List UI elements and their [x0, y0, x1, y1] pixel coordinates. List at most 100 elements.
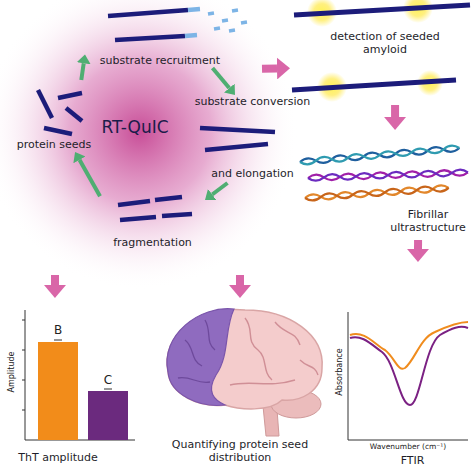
- axis-tick: [22, 410, 25, 411]
- connector-group: [55, 63, 418, 285]
- spectrum-curve: [350, 322, 468, 369]
- ribbon-group: [300, 145, 468, 201]
- fibril-rod: [162, 214, 192, 216]
- sulcus-line: [300, 360, 318, 375]
- flow-arrow: [414, 240, 422, 249]
- fibril-group: [38, 90, 82, 134]
- twisted-ribbon: [300, 145, 460, 165]
- monomer-group: [208, 10, 247, 31]
- axis-label: C: [104, 374, 112, 386]
- ribbon-strand: [305, 185, 449, 201]
- node-label: RT-QuIC: [80, 117, 190, 137]
- glow-disc: [0, 0, 298, 290]
- monomer: [214, 28, 220, 29]
- flow-arrow: [391, 105, 399, 117]
- flow-arrow: [236, 275, 244, 285]
- monomer: [222, 20, 228, 21]
- axis-label: B: [54, 324, 62, 336]
- monomer: [232, 10, 238, 11]
- stage-node: substrate conversionand elongation: [190, 95, 315, 183]
- fibril-group: [118, 197, 192, 220]
- axis-label: Amplitude: [8, 352, 16, 393]
- bar: [38, 342, 78, 440]
- fibril-rod: [205, 144, 268, 150]
- axis-tick: [22, 380, 25, 381]
- ribbon-strand: [308, 169, 468, 181]
- node-label: Quantifying protein seed distribution: [170, 438, 310, 464]
- sulcus-line: [245, 318, 272, 380]
- monomer: [241, 22, 247, 23]
- sulcus-line: [185, 340, 202, 366]
- node-label: protein seeds: [10, 138, 98, 151]
- output-panel: detection of seeded amyloid: [290, 0, 474, 105]
- node-label: fragmentation: [100, 236, 205, 249]
- fluorescence-glow: [307, 0, 337, 27]
- monomer-end: [185, 35, 197, 36]
- axis-line: [25, 440, 135, 441]
- ribbon-strand: [308, 169, 468, 181]
- flow-arrow: [213, 68, 230, 88]
- node-label: substrate recruitment: [85, 54, 235, 67]
- stage-node: substrate recruitment: [85, 0, 235, 68]
- fibril-group: [108, 9, 200, 40]
- fibril-rod: [120, 217, 156, 220]
- axis-tick: [22, 320, 25, 321]
- axis-line: [348, 312, 349, 440]
- ribbon-strand: [300, 145, 460, 165]
- chart-panel: FTIR: [335, 262, 474, 470]
- seed-rod: [38, 90, 52, 118]
- flow-arrow: [212, 183, 227, 195]
- frontal-lobe: [167, 309, 234, 406]
- flow-arrow: [51, 275, 59, 285]
- stage-node: fragmentation: [100, 190, 205, 252]
- node-label: Fibrillar ultrastructure: [378, 208, 474, 234]
- glow-group: [307, 0, 443, 102]
- sulcus-line: [275, 322, 300, 345]
- node-label: ThT amplitude: [0, 451, 116, 464]
- ftir-plot: [348, 312, 468, 440]
- error-bar: [54, 340, 62, 341]
- fibril-rod: [200, 128, 275, 132]
- cycle-glow: [0, 0, 262, 275]
- gyri: [178, 320, 215, 383]
- fibril-rod: [292, 80, 456, 90]
- twisted-ribbon: [308, 169, 468, 181]
- fluorescence-glow: [417, 70, 443, 96]
- node-label: substrate conversion: [190, 95, 315, 108]
- seed-rod: [44, 128, 72, 134]
- axis-line: [25, 310, 26, 440]
- cerebrum: [167, 309, 322, 408]
- ribbon-strand: [305, 185, 449, 201]
- output-panel: Fibrillar ultrastructure: [290, 130, 474, 240]
- flow-arrow: [79, 160, 100, 196]
- seed-rod: [58, 93, 82, 98]
- stage-node: protein seeds: [15, 80, 93, 152]
- chart-panel: ThT amplitude: [0, 298, 135, 470]
- flow-arrow: [262, 64, 277, 72]
- fibril-group: [292, 5, 470, 90]
- monomer-end: [188, 9, 200, 10]
- fluorescence-glow: [317, 72, 347, 102]
- ribbon-strand: [300, 145, 460, 165]
- fibril-rod: [115, 36, 185, 40]
- fibril-group: [200, 128, 275, 150]
- node-label: FTIR: [375, 454, 450, 467]
- brain-stem: [262, 396, 279, 436]
- node-label: detection of seeded amyloid: [330, 30, 440, 56]
- brain-illustration: [167, 309, 322, 436]
- fibril-rod: [294, 5, 470, 15]
- brain-panel: Quantifying protein seed distribution: [150, 298, 330, 470]
- axis-label: Absorbance: [336, 348, 344, 395]
- gyri: [230, 318, 318, 385]
- sulcus-line: [178, 377, 210, 382]
- monomer: [208, 13, 214, 14]
- axis-label: Wavenumber (cm⁻¹): [370, 443, 447, 451]
- sulcus-line: [205, 320, 215, 350]
- monomer: [229, 30, 235, 31]
- spectrum-curve: [350, 327, 468, 405]
- fibril-rod: [118, 201, 150, 205]
- fluorescence-glow: [403, 0, 433, 23]
- twisted-ribbon: [305, 185, 449, 201]
- fibril-rod: [155, 197, 182, 200]
- bar: [88, 391, 128, 440]
